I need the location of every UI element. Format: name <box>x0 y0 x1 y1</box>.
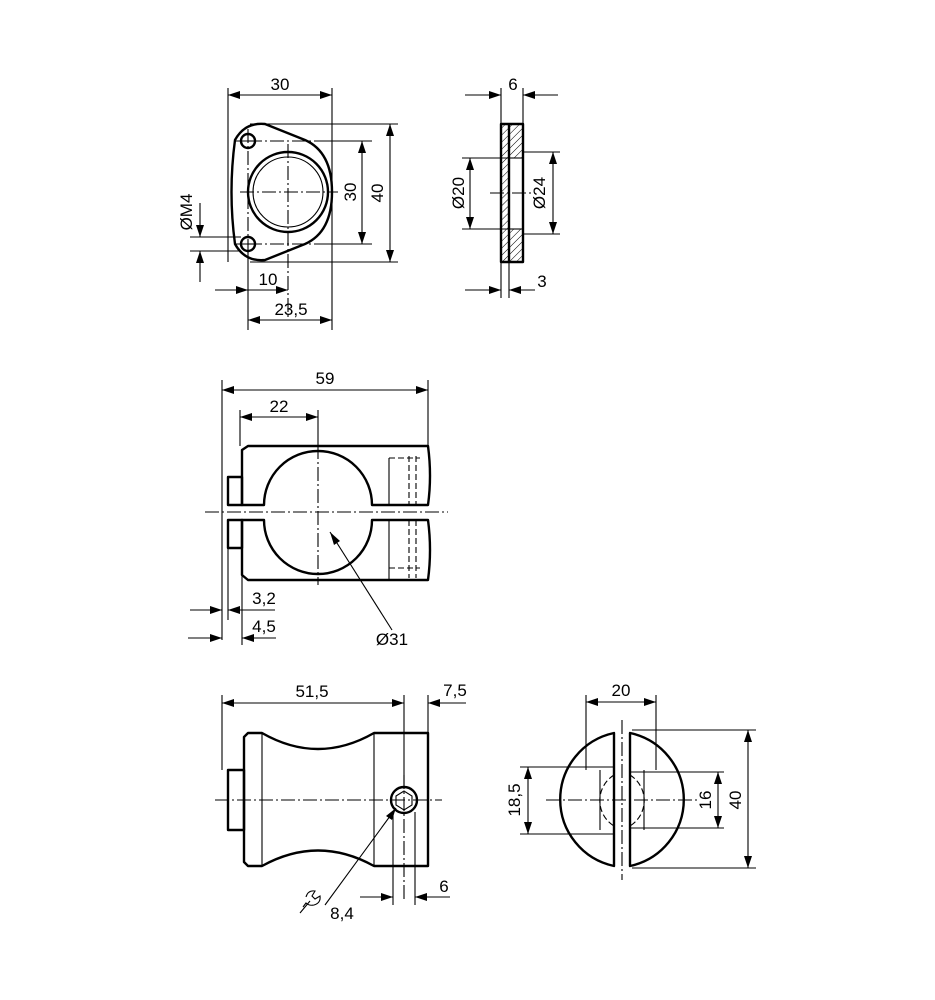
clamp-side-view <box>215 731 442 900</box>
dim-clamp-gap-small: 3,2 <box>252 589 276 608</box>
clamp-end-view <box>546 720 700 880</box>
clamp-top-dimensions: 59 22 3,2 4,5 Ø31 <box>188 369 429 649</box>
dim-flange-step: 3 <box>537 272 546 291</box>
dim-flange-width: 30 <box>271 75 290 94</box>
dim-flange-hole-spacing: 30 <box>341 183 360 202</box>
dim-side-end: 7,5 <box>443 681 467 700</box>
clamp-side-dimensions: 51,5 7,5 6 8,4 <box>221 681 467 923</box>
dim-end-height-b: 16 <box>696 791 715 810</box>
dim-flange-outer-dia: Ø24 <box>530 177 549 209</box>
dim-side-wrench: 8,4 <box>330 904 354 923</box>
dim-clamp-center: 22 <box>270 397 289 416</box>
dim-flange-span: 23,5 <box>274 300 307 319</box>
dim-end-height-a: 18,5 <box>505 783 524 816</box>
clamp-end-dimensions: 20 18,5 16 40 <box>505 681 756 869</box>
dim-side-length: 51,5 <box>295 682 328 701</box>
dim-flange-thread: ØM4 <box>177 194 196 231</box>
dim-end-height: 40 <box>726 791 745 810</box>
flange-front-view <box>230 122 338 318</box>
dim-clamp-gap-large: 4,5 <box>252 617 276 636</box>
dim-clamp-length: 59 <box>316 369 335 388</box>
dim-flange-thickness: 6 <box>508 75 517 94</box>
flange-side-dimensions: 6 Ø20 Ø24 3 <box>449 75 560 298</box>
dim-side-screw: 6 <box>439 877 448 896</box>
clamp-top-view <box>205 444 448 585</box>
dim-clamp-bore: Ø31 <box>376 630 408 649</box>
wrench-icon <box>299 890 321 914</box>
flange-side-view <box>490 122 535 264</box>
dim-flange-inner-dia: Ø20 <box>449 177 468 209</box>
dim-flange-height: 40 <box>368 184 387 203</box>
dim-end-width: 20 <box>612 681 631 700</box>
flange-front-dimensions: 30 30 40 ØM4 10 23,5 <box>177 75 398 330</box>
dim-flange-offset: 10 <box>259 270 278 289</box>
